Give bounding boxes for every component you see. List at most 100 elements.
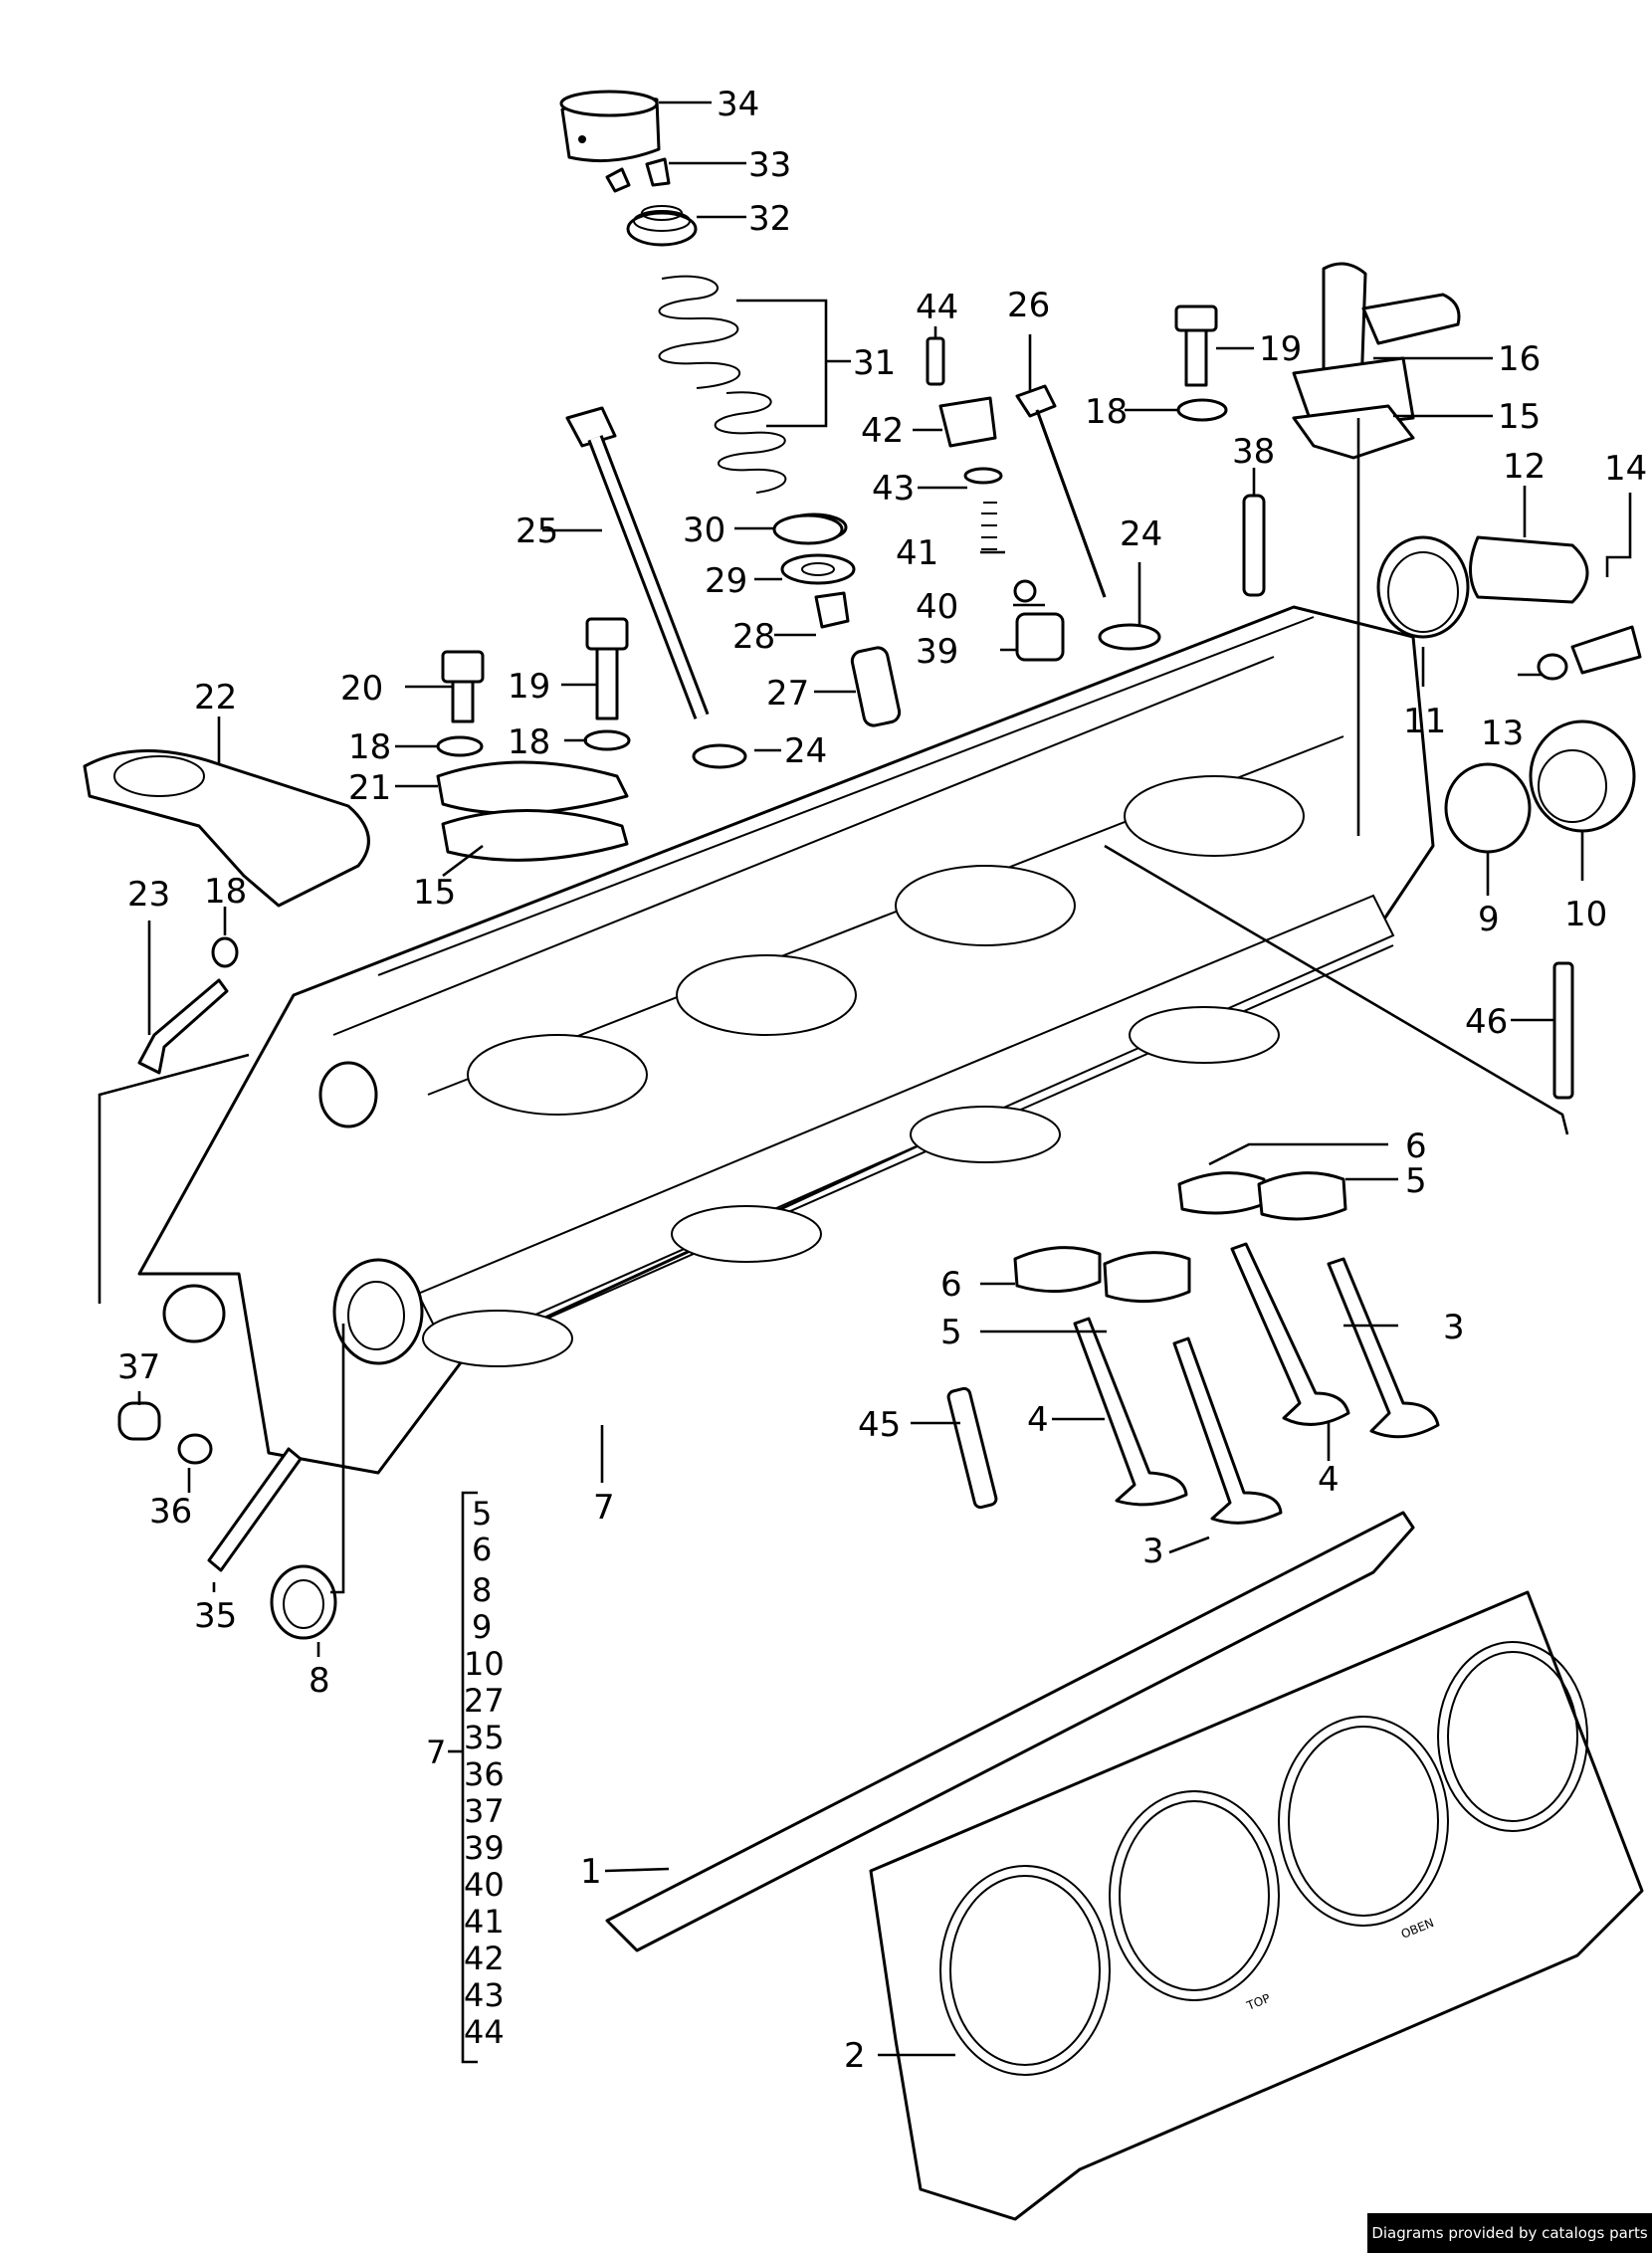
callout-32: 32 — [748, 199, 791, 239]
callout-26: 26 — [1007, 286, 1050, 325]
group-item: 37 — [464, 1792, 505, 1830]
part-valve-cotters — [605, 157, 671, 193]
group-item: 36 — [464, 1755, 505, 1793]
kit-group-list: 7 5 6 8 9 10 27 35 36 37 39 40 41 42 43 … — [426, 1495, 505, 2051]
part-washer — [211, 936, 239, 968]
callout-6-right: 6 — [1405, 1126, 1427, 1166]
callout-15-top: 15 — [1498, 397, 1541, 437]
group-item: 6 — [472, 1531, 492, 1568]
callout-8: 8 — [309, 1661, 330, 1701]
group-item: 10 — [464, 1645, 505, 1683]
callout-33: 33 — [748, 145, 791, 185]
group-item: 44 — [464, 2013, 505, 2051]
callout-2: 2 — [844, 2036, 866, 2076]
part-washer — [692, 743, 747, 769]
callout-16: 16 — [1498, 339, 1541, 379]
part-bolt — [1174, 305, 1218, 387]
callout-7-head: 7 — [593, 1488, 615, 1528]
part-washer — [583, 729, 631, 751]
callout-38: 38 — [1232, 432, 1275, 472]
part-head-gasket: TOP OBEN — [869, 1590, 1644, 2221]
part-stud — [207, 1447, 303, 1572]
part-dowel-pin — [1242, 494, 1266, 597]
part-seal-ring — [270, 1564, 337, 1640]
callout-5-right: 5 — [1405, 1161, 1427, 1201]
group-item: 35 — [464, 1719, 505, 1756]
part-bucket-tappets — [1013, 1171, 1347, 1304]
callout-24-right: 24 — [1120, 514, 1162, 554]
part-bolt — [585, 617, 629, 720]
part-exhaust-gasket — [605, 1511, 1415, 1952]
part-cover-gasket — [441, 809, 629, 862]
callout-35: 35 — [194, 1596, 237, 1636]
callout-34: 34 — [717, 85, 759, 124]
part-seal-ring — [332, 1258, 424, 1365]
callout-9: 9 — [1478, 900, 1500, 939]
part-washer — [1176, 398, 1228, 422]
part-bracket — [83, 749, 370, 908]
callout-39: 39 — [916, 632, 958, 672]
callout-22: 22 — [194, 678, 237, 717]
group-item: 9 — [472, 1608, 492, 1646]
part-cover — [436, 760, 629, 815]
group-item: 8 — [472, 1571, 492, 1609]
callout-28: 28 — [732, 617, 775, 657]
callout-44: 44 — [916, 288, 958, 327]
part-washer — [436, 735, 484, 757]
part-valve-cap — [559, 90, 661, 163]
callout-41: 41 — [896, 533, 938, 573]
callout-5-left: 5 — [940, 1313, 962, 1352]
part-o-ring — [1444, 762, 1532, 854]
callout-18-mid: 18 — [508, 722, 550, 762]
callout-45: 45 — [858, 1405, 901, 1445]
part-bolt — [441, 650, 485, 723]
callout-14: 14 — [1604, 449, 1647, 489]
part-valves — [1073, 1242, 1440, 1525]
callout-3-right: 3 — [1443, 1308, 1465, 1347]
callout-10: 10 — [1564, 895, 1607, 934]
part-cover-plate — [1469, 535, 1589, 604]
callout-46: 46 — [1465, 1002, 1508, 1042]
part-spring-seats — [772, 513, 856, 629]
group-item: 42 — [464, 1940, 505, 1977]
part-nut — [177, 1433, 213, 1465]
part-stud — [1552, 961, 1574, 1100]
callout-21: 21 — [348, 768, 391, 808]
callout-13: 13 — [1481, 714, 1524, 753]
callout-1: 1 — [580, 1852, 602, 1892]
part-bolt — [137, 978, 229, 1075]
part-spring-retainer — [626, 205, 698, 247]
callout-18-left: 18 — [348, 727, 391, 767]
callout-27: 27 — [766, 674, 809, 714]
part-neck-gasket — [1292, 404, 1415, 460]
group-bracket — [461, 1491, 478, 2064]
leader-lines — [98, 101, 1632, 2064]
part-long-stud — [565, 406, 710, 719]
callout-18-top: 18 — [1085, 392, 1128, 432]
callout-3-left: 3 — [1142, 1532, 1164, 1571]
callout-31: 31 — [853, 343, 896, 383]
callout-36: 36 — [149, 1492, 192, 1532]
callout-40: 40 — [916, 587, 958, 627]
callout-42: 42 — [861, 411, 904, 451]
callout-43: 43 — [872, 469, 915, 509]
part-plug — [117, 1401, 161, 1441]
part-valve-springs — [658, 275, 848, 542]
callout-18-bracket: 18 — [204, 872, 247, 912]
callout-29: 29 — [705, 561, 747, 601]
callout-30: 30 — [683, 511, 725, 550]
part-washer — [1537, 653, 1568, 681]
callout-20: 20 — [340, 669, 383, 709]
part-valve-guide — [850, 646, 902, 727]
callout-labels: 34 33 32 31 44 26 19 16 18 15 42 38 12 1… — [117, 85, 1647, 2076]
group-item: 39 — [464, 1829, 505, 1867]
part-coolant-neck — [1292, 262, 1461, 432]
credit-badge: Diagrams provided by catalogs parts — [1367, 2213, 1652, 2253]
group-label: 7 — [426, 1734, 446, 1771]
group-item: 43 — [464, 1976, 505, 2014]
callout-37: 37 — [117, 1347, 160, 1387]
parts-artwork: TOP OBEN — [83, 90, 1644, 2221]
part-screw-plug — [1529, 719, 1636, 833]
callout-23: 23 — [127, 875, 170, 915]
group-item: 5 — [472, 1495, 492, 1533]
